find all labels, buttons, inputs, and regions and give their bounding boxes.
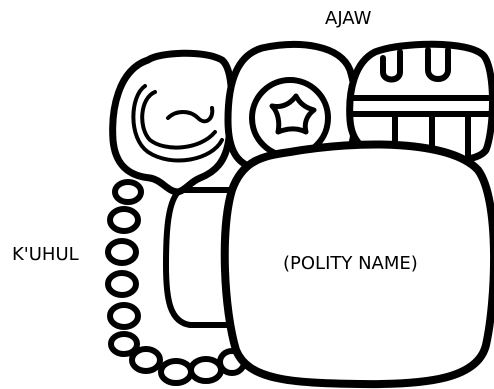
bead-2 bbox=[110, 209, 138, 231]
bead-1 bbox=[115, 182, 141, 202]
bead-8 bbox=[161, 361, 191, 383]
kuhul-sign bbox=[113, 53, 232, 192]
bead-3 bbox=[108, 241, 136, 263]
bead-4 bbox=[108, 273, 136, 295]
bead-7 bbox=[132, 349, 160, 371]
bead-9 bbox=[191, 359, 221, 381]
polity-name-label: (POLITY NAME) bbox=[283, 255, 418, 273]
kuhul-label: K'UHUL bbox=[12, 246, 79, 264]
ajaw-label: AJAW bbox=[325, 10, 371, 28]
bead-5 bbox=[110, 305, 138, 327]
